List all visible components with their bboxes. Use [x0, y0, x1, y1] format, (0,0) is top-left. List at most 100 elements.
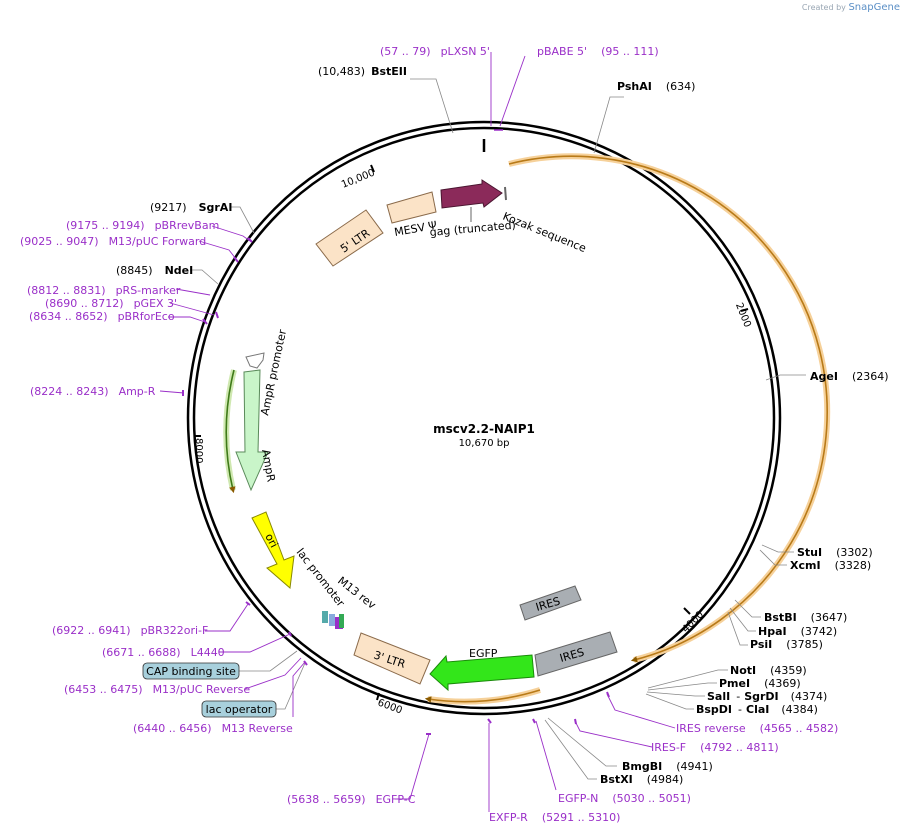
- noti-label: NotI(4359): [730, 664, 807, 677]
- tick-label-8000: 8000: [193, 438, 204, 463]
- egfp-c-leader: [395, 733, 430, 800]
- egfp-n-leader: [535, 720, 557, 791]
- kozak-marker: [504, 186, 507, 201]
- m13rev-primer-label: (6440 .. 6456)M13 Reverse: [133, 722, 293, 735]
- pbr322-leader: [205, 603, 249, 632]
- primer-leaders: [159, 52, 676, 812]
- ires-f-mark: [574, 718, 577, 725]
- bsteii-label: (10,483)BstEII: [318, 65, 407, 78]
- psii-label: PsiI(3785): [750, 638, 823, 651]
- egfp-c-primer-label: (5638 .. 5659)EGFP-C: [287, 793, 416, 806]
- ndei-leader: [190, 269, 219, 285]
- lac-operator-label: lac operator: [206, 703, 273, 716]
- orf-arc-ampr: [225, 369, 236, 494]
- m13rev-mark: [303, 660, 308, 666]
- bspdi-leader: [645, 693, 694, 710]
- egfp-feature: [429, 654, 535, 692]
- pmei-leader: [647, 682, 717, 691]
- exfp-r-primer-label: EXFP-R(5291 .. 5310): [489, 811, 620, 824]
- primer-marks: [182, 237, 610, 735]
- ampr-primer-leader: [159, 390, 185, 394]
- ires-rev-mark: [606, 691, 610, 698]
- pbrforeco-primer-label: (8634 .. 8652)pBRforEco: [29, 310, 175, 323]
- pbr322-mark: [245, 601, 251, 606]
- agei-label: AgeI(2364): [810, 370, 889, 383]
- leader-lines: [190, 78, 806, 780]
- bstxi-label: BstXI(4984): [600, 773, 683, 786]
- credit-prefix: Created by: [801, 3, 846, 12]
- sgrai-leader: [230, 206, 255, 234]
- m13puc-rev-primer-label: (6453 .. 6475)M13/pUC Reverse: [64, 683, 250, 696]
- bstxi-leader: [544, 719, 597, 780]
- egfp-label: EGFP: [469, 647, 498, 660]
- ires-f-leader: [574, 720, 653, 748]
- lacop-leader: [275, 662, 306, 710]
- psii-leader: [727, 611, 748, 646]
- pbrforeco-leader: [168, 316, 206, 323]
- mesv-feature: [386, 191, 437, 224]
- ori-label: ori: [262, 531, 280, 550]
- kozak-label: Kozak sequence: [501, 210, 588, 255]
- sali-label: SalI-SgrDI(4374): [707, 690, 827, 703]
- prs-primer-label: (8812 .. 8831)pRS-marker: [27, 284, 181, 297]
- bspdi-label: BspDI-ClaI(4384): [696, 703, 818, 716]
- tick-6000: [376, 692, 380, 701]
- ampr-label: AmpR: [259, 448, 278, 483]
- agei-leader: [765, 374, 806, 381]
- xcmi-leader: [759, 549, 787, 566]
- prs-leader: [175, 288, 211, 296]
- m13rev-leader: [292, 661, 306, 717]
- pbr322-primer-label: (6922 .. 6941)pBR322ori-F: [52, 624, 208, 637]
- m13fwd-mark: [233, 256, 239, 263]
- tick-4000: [683, 607, 691, 615]
- pbrrevbam-leader: [211, 225, 251, 242]
- snapgene-logo: SnapGene: [848, 2, 900, 13]
- cap-site-box: [142, 662, 240, 680]
- ampr-promoter-arrow: [245, 352, 265, 369]
- cap-leader: [238, 650, 298, 672]
- ampr-primer-label: (8224 .. 8243)Amp-R: [30, 385, 156, 398]
- sali-leader: [646, 691, 705, 697]
- m13fwd-leader: [198, 240, 237, 260]
- tick-2000: [740, 308, 749, 312]
- tick-label-6000: 6000: [376, 697, 404, 716]
- ires-f-primer-label: IRES-F(4792 .. 4811): [651, 741, 779, 754]
- orf-arc-main: [508, 155, 829, 663]
- egfp-n-primer-label: EGFP-N(5030 .. 5051): [558, 792, 691, 805]
- bstbi-leader: [734, 599, 761, 618]
- plxsn-primer-label: (57 .. 79)pLXSN 5': [380, 45, 490, 58]
- pshai-label: PshAI(634): [617, 80, 695, 93]
- ampr-promoter-label: AmpR promoter: [258, 328, 289, 417]
- egfp-n-mark: [532, 718, 536, 724]
- pgex-mark: [215, 311, 219, 319]
- orf-arc-egfp: [424, 689, 541, 703]
- orf-arc-egfp-glow: [427, 687, 541, 705]
- ltr5-feature: [315, 209, 384, 267]
- l4440-mark: [288, 631, 292, 637]
- pbrrevbam-mark: [247, 237, 253, 243]
- pbrrevbam-primer-label: (9175 .. 9194)pBRrevBam: [66, 219, 219, 232]
- bmgbi-leader: [547, 717, 617, 767]
- l4440-leader: [219, 633, 291, 653]
- ori-feature: [251, 511, 295, 589]
- pgex-primer-label: (8690 .. 8712)pGEX 3': [45, 297, 177, 310]
- pmei-label: PmeI(4369): [719, 677, 801, 690]
- ires2-feature: [534, 631, 618, 677]
- pbabe-primer-label: pBABE 5'(95 .. 111): [537, 45, 659, 58]
- pbrforeco-mark: [202, 318, 208, 325]
- ires1-feature: [519, 585, 582, 621]
- sgrai-label: (9217)SgrAI: [150, 201, 232, 214]
- noti-leader: [647, 669, 728, 689]
- tick-label-2000: 2000: [733, 301, 753, 329]
- l4440-primer-label: (6671 .. 6688)L4440: [102, 646, 225, 659]
- ltr3-feature: [353, 632, 431, 685]
- stui-label: StuI(3302): [797, 546, 873, 559]
- backbone-inner: [192, 126, 776, 710]
- pshai-leader: [593, 96, 624, 154]
- xcmi-label: XcmI(3328): [790, 559, 871, 572]
- bmgbi-label: BmgBI(4941): [622, 760, 713, 773]
- ndei-label: (8845)NdeI: [116, 264, 193, 277]
- m13fwd-primer-label: (9025 .. 9047)M13/pUC Forward: [20, 235, 206, 248]
- hpai-label: HpaI(3742): [758, 625, 837, 638]
